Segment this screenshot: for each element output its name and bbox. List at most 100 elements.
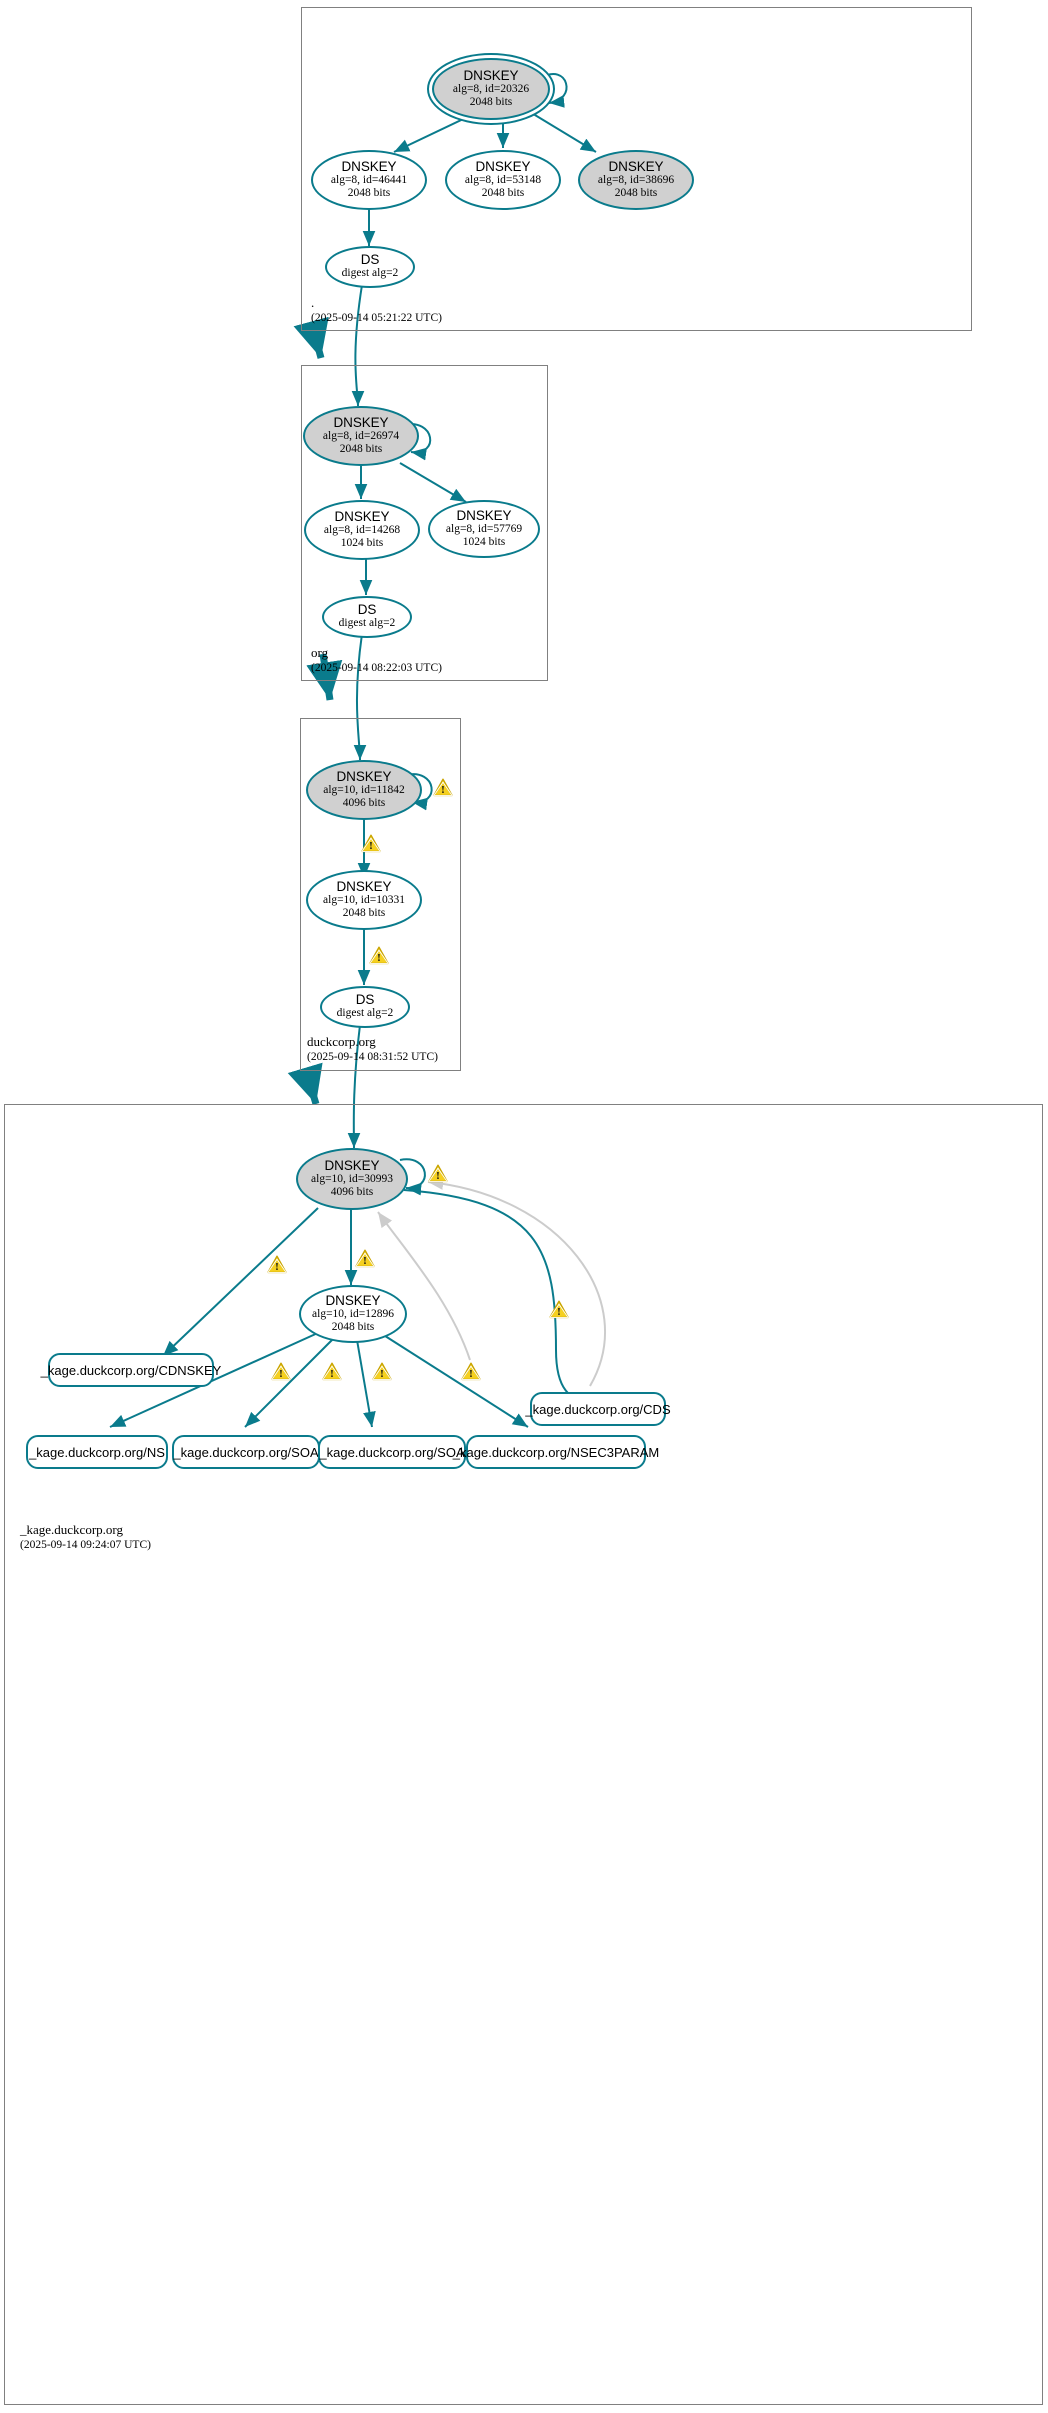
node-org-dnskey-26974[interactable]: DNSKEY alg=8, id=26974 2048 bits (303, 406, 419, 466)
warning-triangle-icon[interactable]: ! (322, 1362, 342, 1381)
node-alg-id-label: alg=8, id=46441 (330, 173, 408, 186)
rrset-soa-1[interactable]: _kage.duckcorp.org/SOA (172, 1435, 320, 1469)
node-kage-dnskey-30993[interactable]: DNSKEY alg=10, id=30993 4096 bits (296, 1148, 408, 1210)
node-alg-id-label: alg=8, id=53148 (464, 173, 542, 186)
svg-text:!: ! (363, 1255, 367, 1267)
warning-triangle-icon[interactable]: ! (267, 1255, 287, 1274)
node-type-label: DNSKEY (341, 158, 397, 174)
warning-triangle-icon[interactable]: ! (361, 834, 381, 853)
svg-text:!: ! (275, 1261, 279, 1273)
node-digest-label: digest alg=2 (338, 617, 396, 630)
node-alg-id-label: alg=8, id=38696 (597, 173, 675, 186)
warning-triangle-icon[interactable]: ! (369, 946, 389, 965)
svg-text:!: ! (369, 840, 373, 852)
zone-name-org: org (311, 645, 329, 660)
node-bits-label: 1024 bits (462, 536, 506, 549)
rrset-label: _kage.duckcorp.org/NS (29, 1444, 165, 1460)
svg-text:!: ! (380, 1368, 384, 1380)
node-digest-label: digest alg=2 (336, 1007, 394, 1020)
rrset-cds[interactable]: _kage.duckcorp.org/CDS (525, 1392, 671, 1426)
warning-triangle-icon[interactable]: ! (428, 1164, 448, 1183)
node-org-dnskey-57769[interactable]: DNSKEY alg=8, id=57769 1024 bits (428, 500, 540, 558)
node-type-label: DNSKEY (325, 1292, 381, 1308)
zone-name-duckcorp: duckcorp.org (307, 1034, 376, 1049)
node-type-label: DNSKEY (475, 158, 531, 174)
zone-box-duckcorp (300, 718, 461, 1071)
zone-label-root: . (2025-09-14 05:21:22 UTC) (311, 295, 442, 326)
node-org-dnskey-14268[interactable]: DNSKEY alg=8, id=14268 1024 bits (304, 500, 420, 560)
rrset-soa-2[interactable]: _kage.duckcorp.org/SOA (318, 1435, 466, 1469)
node-root-ds[interactable]: DS digest alg=2 (325, 246, 415, 288)
node-alg-id-label: alg=10, id=11842 (323, 783, 405, 796)
svg-text:!: ! (557, 1306, 561, 1318)
rrset-label: _kage.duckcorp.org/CDS (525, 1401, 671, 1417)
node-bits-label: 2048 bits (347, 187, 391, 200)
zone-box-root (301, 7, 972, 331)
node-bits-label: 2048 bits (614, 187, 658, 200)
warning-triangle-icon[interactable]: ! (549, 1300, 569, 1319)
rrset-cdnskey[interactable]: _kage.duckcorp.org/CDNSKEY (41, 1353, 221, 1387)
node-bits-label: 2048 bits (469, 96, 513, 109)
node-alg-id-label: alg=8, id=57769 (445, 522, 523, 535)
zone-label-org: org (2025-09-14 08:22:03 UTC) (311, 645, 442, 676)
node-root-dnskey-20326[interactable]: DNSKEY alg=8, id=20326 2048 bits (432, 58, 550, 120)
node-bits-label: 1024 bits (340, 537, 384, 550)
node-bits-label: 4096 bits (330, 1186, 374, 1199)
node-bits-label: 2048 bits (339, 443, 383, 456)
warning-triangle-icon[interactable]: ! (372, 1362, 392, 1381)
node-digest-label: digest alg=2 (341, 267, 399, 280)
svg-text:!: ! (330, 1368, 334, 1380)
svg-text:!: ! (469, 1368, 473, 1380)
node-alg-id-label: alg=10, id=30993 (311, 1172, 393, 1185)
node-duckcorp-ds[interactable]: DS digest alg=2 (320, 986, 410, 1028)
node-alg-id-label: alg=8, id=20326 (452, 82, 530, 95)
node-type-label: DNSKEY (334, 508, 390, 524)
node-alg-id-label: alg=8, id=14268 (323, 523, 401, 536)
node-root-dnskey-46441[interactable]: DNSKEY alg=8, id=46441 2048 bits (311, 150, 427, 210)
zone-label-duckcorp: duckcorp.org (2025-09-14 08:31:52 UTC) (307, 1034, 438, 1065)
node-type-label: DNSKEY (456, 507, 512, 523)
zone-timestamp-duckcorp: (2025-09-14 08:31:52 UTC) (307, 1051, 438, 1064)
node-type-label: DNSKEY (324, 1157, 380, 1173)
node-alg-id-label: alg=10, id=10331 (323, 893, 405, 906)
node-root-dnskey-53148[interactable]: DNSKEY alg=8, id=53148 2048 bits (445, 150, 561, 210)
warning-triangle-icon[interactable]: ! (271, 1362, 291, 1381)
rrset-nsec3param[interactable]: _kage.duckcorp.org/NSEC3PARAM (453, 1435, 659, 1469)
node-duckcorp-dnskey-11842[interactable]: DNSKEY alg=10, id=11842 4096 bits (306, 760, 422, 820)
node-bits-label: 4096 bits (342, 797, 386, 810)
zone-name-root: . (311, 295, 315, 310)
rrset-label: _kage.duckcorp.org/SOA (319, 1444, 465, 1460)
warning-triangle-icon[interactable]: ! (461, 1362, 481, 1381)
node-type-label: DNSKEY (463, 67, 519, 83)
node-kage-dnskey-12896[interactable]: DNSKEY alg=10, id=12896 2048 bits (299, 1285, 407, 1343)
zone-name-kage: _kage.duckcorp.org (20, 1522, 124, 1537)
node-alg-id-label: alg=8, id=26974 (322, 429, 400, 442)
warning-triangle-icon[interactable]: ! (355, 1249, 375, 1268)
svg-text:!: ! (279, 1368, 283, 1380)
rrset-label: _kage.duckcorp.org/CDNSKEY (40, 1362, 222, 1378)
svg-text:!: ! (377, 952, 381, 964)
node-type-label: DS (357, 602, 377, 618)
zone-box-org (301, 365, 548, 681)
node-duckcorp-dnskey-10331[interactable]: DNSKEY alg=10, id=10331 2048 bits (306, 870, 422, 930)
node-type-label: DNSKEY (336, 768, 392, 784)
rrset-label: _kage.duckcorp.org/NSEC3PARAM (452, 1444, 660, 1460)
rrset-label: _kage.duckcorp.org/SOA (173, 1444, 319, 1460)
node-type-label: DS (360, 252, 380, 268)
zone-timestamp-root: (2025-09-14 05:21:22 UTC) (311, 312, 442, 325)
zone-timestamp-org: (2025-09-14 08:22:03 UTC) (311, 662, 442, 675)
node-type-label: DS (355, 992, 375, 1008)
node-type-label: DNSKEY (333, 414, 389, 430)
warning-triangle-icon[interactable]: ! (433, 778, 453, 797)
node-root-dnskey-38696[interactable]: DNSKEY alg=8, id=38696 2048 bits (578, 150, 694, 210)
rrset-ns[interactable]: _kage.duckcorp.org/NS (26, 1435, 168, 1469)
node-org-ds[interactable]: DS digest alg=2 (322, 596, 412, 638)
zone-timestamp-kage: (2025-09-14 09:24:07 UTC) (20, 1539, 151, 1552)
svg-text:!: ! (441, 784, 445, 796)
node-bits-label: 2048 bits (342, 907, 386, 920)
zone-box-kage (4, 1104, 1043, 2405)
node-type-label: DNSKEY (336, 878, 392, 894)
node-bits-label: 2048 bits (331, 1321, 375, 1334)
node-type-label: DNSKEY (608, 158, 664, 174)
